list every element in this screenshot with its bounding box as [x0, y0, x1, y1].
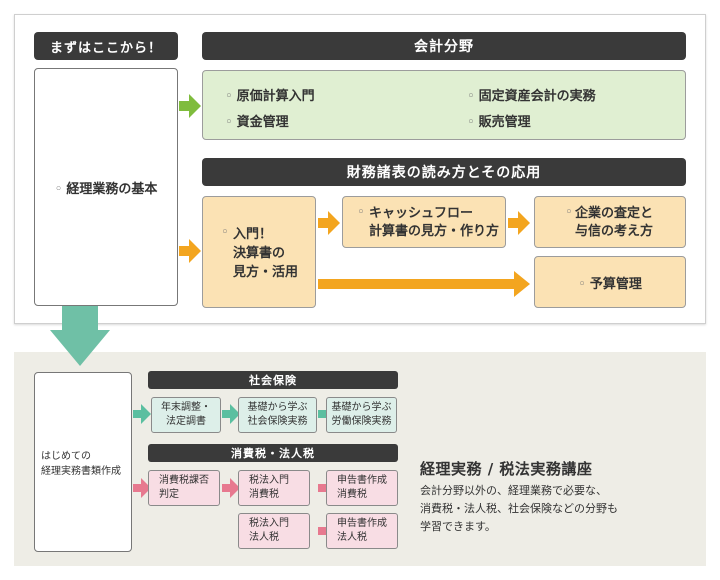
first-docs-label: はじめての 経理実務書類作成 [41, 451, 121, 477]
start-header: まずはここから！ [34, 32, 178, 60]
bullet-icon: ◦ [54, 181, 63, 197]
accounting-item[interactable]: ◦資金管理 [225, 115, 289, 130]
accounting-item[interactable]: ◦固定資産会計の実務 [467, 89, 596, 104]
consumption-tax-filing-box[interactable]: 申告書作成 消費税 [326, 470, 398, 506]
financial-header: 財務諸表の読み方とその応用 [202, 158, 686, 186]
down-arrow-icon [50, 306, 110, 366]
right-arrow-icon [508, 211, 530, 235]
bullet-icon: ◦ [467, 115, 475, 130]
year-end-adjustment-box[interactable]: 年末調整・ 法定調書 [151, 397, 221, 433]
accounting-item[interactable]: ◦原価計算入門 [225, 89, 315, 104]
credit-label: 企業の査定と 与信の考え方 [575, 206, 654, 239]
social-insurance-basics-box[interactable]: 基礎から学ぶ 社会保険実務 [238, 397, 317, 433]
budget-label: 予算管理 [589, 276, 642, 292]
right-arrow-icon [222, 478, 240, 498]
accounting-header: 会計分野 [202, 32, 686, 60]
budget-box[interactable]: ◦予算管理 [534, 256, 686, 308]
bullet-icon: ◦ [225, 115, 233, 130]
accounting-item[interactable]: ◦販売管理 [467, 115, 531, 130]
corporate-tax-intro-box[interactable]: 税法入門 法人税 [238, 513, 310, 549]
consumption-tax-intro-box[interactable]: 税法入門 消費税 [238, 470, 310, 506]
tax-header: 消費税・法人税 [148, 444, 398, 462]
right-arrow-icon [133, 404, 151, 424]
accounting-box: ◦原価計算入門 ◦固定資産会計の実務 ◦資金管理 ◦販売管理 [202, 70, 686, 140]
bullet-icon: ◦ [225, 89, 233, 104]
bullet-icon: ◦ [357, 205, 365, 220]
corporate-tax-filing-box[interactable]: 申告書作成 法人税 [326, 513, 398, 549]
labor-insurance-basics-box[interactable]: 基礎から学ぶ 労働保険実務 [326, 397, 397, 433]
cashflow-box[interactable]: ◦ キャッシュフロー 計算書の見方・作り方 [342, 196, 506, 248]
right-arrow-icon [222, 404, 240, 424]
bullet-icon: ◦ [467, 89, 475, 104]
right-arrow-icon [133, 478, 151, 498]
cashflow-label: キャッシュフロー 計算書の見方・作り方 [369, 206, 500, 239]
course-title: 経理実務 / 税法実務講座 [420, 460, 593, 478]
first-docs-box[interactable]: はじめての 経理実務書類作成 [34, 372, 132, 552]
basics-label: 経理業務の基本 [66, 181, 158, 197]
consumption-tax-judgement-box[interactable]: 消費税課否 判定 [148, 470, 220, 506]
bullet-icon: ◦ [221, 225, 229, 240]
right-arrow-icon [318, 271, 530, 297]
course-description: 会計分野以外の、経理業務で必要な、 消費税・法人税、社会保険などの分野も 学習で… [420, 484, 618, 533]
credit-box[interactable]: ◦ 企業の査定と 与信の考え方 [534, 196, 686, 248]
basics-box[interactable]: ◦経理業務の基本 [34, 68, 178, 306]
intro-box[interactable]: ◦ 入門！ 決算書の 見方・活用 [202, 196, 316, 308]
bullet-icon: ◦ [578, 276, 586, 292]
social-insurance-header: 社会保険 [148, 371, 398, 389]
bullet-icon: ◦ [565, 205, 573, 220]
right-arrow-icon [179, 239, 201, 263]
right-arrow-icon [318, 211, 340, 235]
intro-label: 入門！ 決算書の 見方・活用 [233, 227, 299, 280]
right-arrow-icon [179, 94, 201, 118]
